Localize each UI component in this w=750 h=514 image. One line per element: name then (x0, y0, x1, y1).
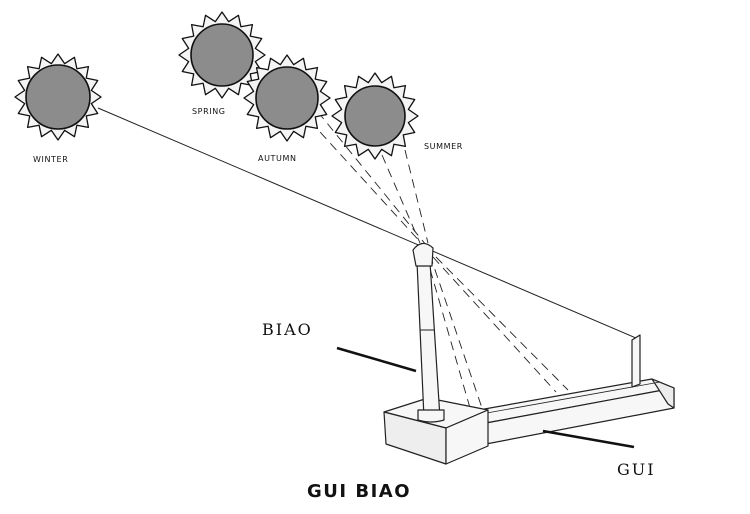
biao-pole-foot (417, 409, 445, 423)
sun-winter-disc (25, 64, 91, 130)
summer-ray-upper-right (404, 149, 429, 244)
diagram-title: GUI BIAO (307, 481, 411, 502)
spring-ray (299, 109, 424, 246)
sun-spring-disc (190, 23, 254, 87)
sun-summer-disc (344, 85, 406, 147)
label-gui: GUI (617, 460, 656, 479)
label-winter: WINTER (33, 155, 68, 164)
label-autumn: AUTUMN (258, 154, 297, 163)
sun-summer (331, 72, 419, 160)
autumn-ray (317, 111, 427, 246)
sun-spring (178, 11, 266, 99)
sun-autumn (243, 54, 331, 142)
gui-scale-groove (469, 381, 661, 417)
base-block-right (445, 409, 489, 465)
sight-lines (97, 107, 637, 409)
winter-sight-line (97, 107, 637, 339)
biao-pole (416, 261, 441, 419)
gui-scale-end (651, 378, 675, 409)
label-biao: BIAO (262, 320, 313, 339)
label-spring: SPRING (192, 107, 226, 116)
biao-gnomon-top (412, 242, 434, 267)
shadow-ray-4 (435, 256, 569, 391)
shadow-ray-3 (432, 256, 557, 393)
label-summer: SUMMER (424, 142, 463, 151)
sun-winter (14, 53, 102, 141)
biao-callout-line (336, 346, 417, 373)
gui-end-pin (631, 334, 641, 388)
gui-biao-instrument (383, 242, 675, 465)
summer-ray-upper-left (381, 154, 421, 244)
gui-callout-line (542, 429, 635, 449)
shadow-ray-1 (425, 254, 471, 409)
sun-autumn-disc (255, 66, 319, 130)
shadow-ray-2 (429, 254, 483, 409)
